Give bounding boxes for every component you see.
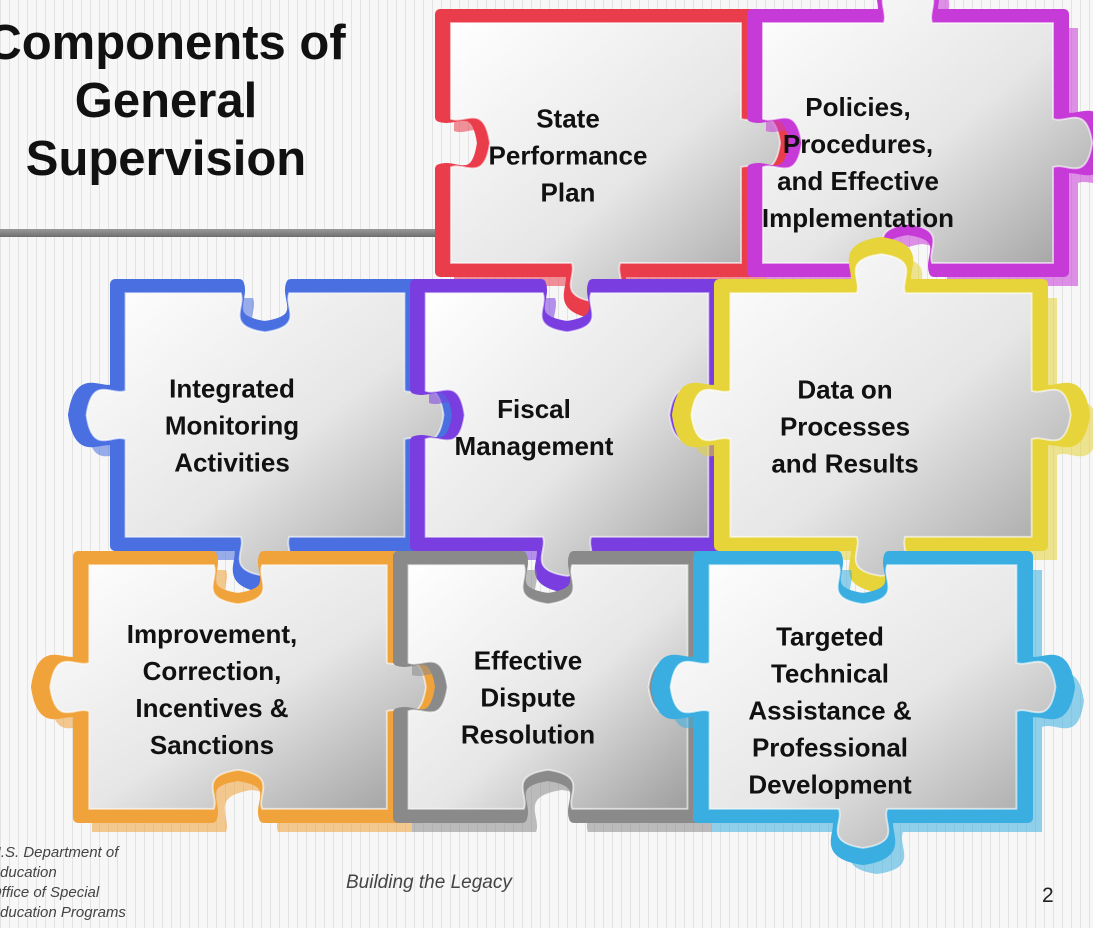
slide-title: Components of General Supervision [0,16,346,186]
puzzle-piece-policies-procedures [747,0,1093,286]
puzzle-piece-data-processes-results [672,237,1093,602]
piece-face [85,292,445,577]
piece-label-technical-assistance: Targeted Technical Assistance & Professi… [748,621,912,800]
puzzle-piece-integrated-monitoring [68,279,471,602]
page-number: 2 [1042,884,1054,907]
piece-face [669,564,1057,849]
piece-face [49,564,427,810]
piece-face [761,0,1093,264]
piece-label-fiscal-management: Fiscal Management [454,394,614,461]
puzzle-piece-fiscal-management [410,279,733,602]
piece-label-dispute-resolution: Effective Dispute Resolution [460,645,596,750]
piece-label-data-processes-results: Data on Processes and Results [771,374,919,479]
piece-label-state-performance-plan: State Performance Plan [488,103,648,208]
footer-department: U.S. Department of Education Office of S… [0,844,126,921]
puzzle-piece-state-performance-plan [435,9,808,328]
piece-face [690,253,1072,577]
piece-face [407,564,689,810]
piece-label-improvement-correction: Improvement, Correction, Incentives & Sa… [126,619,298,760]
puzzle-piece-technical-assistance [651,551,1084,874]
piece-face [424,292,710,577]
puzzle-piece-dispute-resolution [393,551,712,832]
title-divider [0,229,470,237]
piece-label-policies-procedures: Policies, Procedures, and Effective Impl… [761,92,955,233]
footer-tagline: Building the Legacy [346,872,512,893]
piece-label-integrated-monitoring: Integrated Monitoring Activities [164,373,300,478]
